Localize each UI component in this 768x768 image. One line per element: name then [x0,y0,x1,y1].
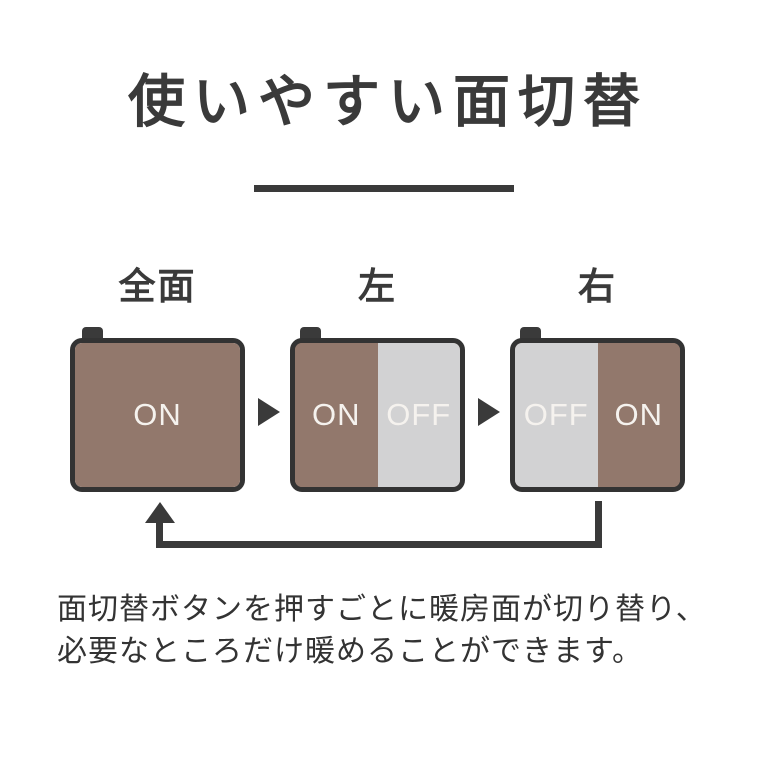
loop-arrow-horizontal-segment [156,541,602,548]
description-line-1: 面切替ボタンを押すごとに暖房面が切り替り、 [57,593,707,626]
panel-segment-on: ON [597,343,680,487]
panel-segment-off: OFF [377,343,460,487]
mode-label-full: 全面 [118,266,197,307]
mode-label-left: 左 [358,266,397,307]
loop-arrow-left-segment [156,521,163,548]
panel-segment-off: OFF [515,343,598,487]
panel-segment-on: ON [75,343,240,487]
loop-arrowhead-up-icon [145,502,175,523]
next-arrow-icon [258,398,280,426]
segment-state-label: ON [312,397,361,432]
segment-state-label: OFF [386,397,452,432]
segment-state-label: ON [133,397,182,432]
heater-panel-full: ON [70,338,245,492]
description-text: 面切替ボタンを押すごとに暖房面が切り替り、 必要なところだけ暖めることができます… [57,589,707,673]
mode-label-right: 右 [578,266,617,307]
loop-arrow-right-segment [595,501,602,548]
page-title: 使いやすい面切替 [128,70,648,134]
title-underline [254,185,514,192]
segment-state-label: ON [614,397,663,432]
description-line-2: 必要なところだけ暖めることができます。 [57,635,643,668]
heater-panel-right: OFF ON [510,338,685,492]
heater-panel-left: ON OFF [290,338,465,492]
segment-state-label: OFF [523,397,589,432]
next-arrow-icon [478,398,500,426]
panel-segment-on: ON [295,343,378,487]
